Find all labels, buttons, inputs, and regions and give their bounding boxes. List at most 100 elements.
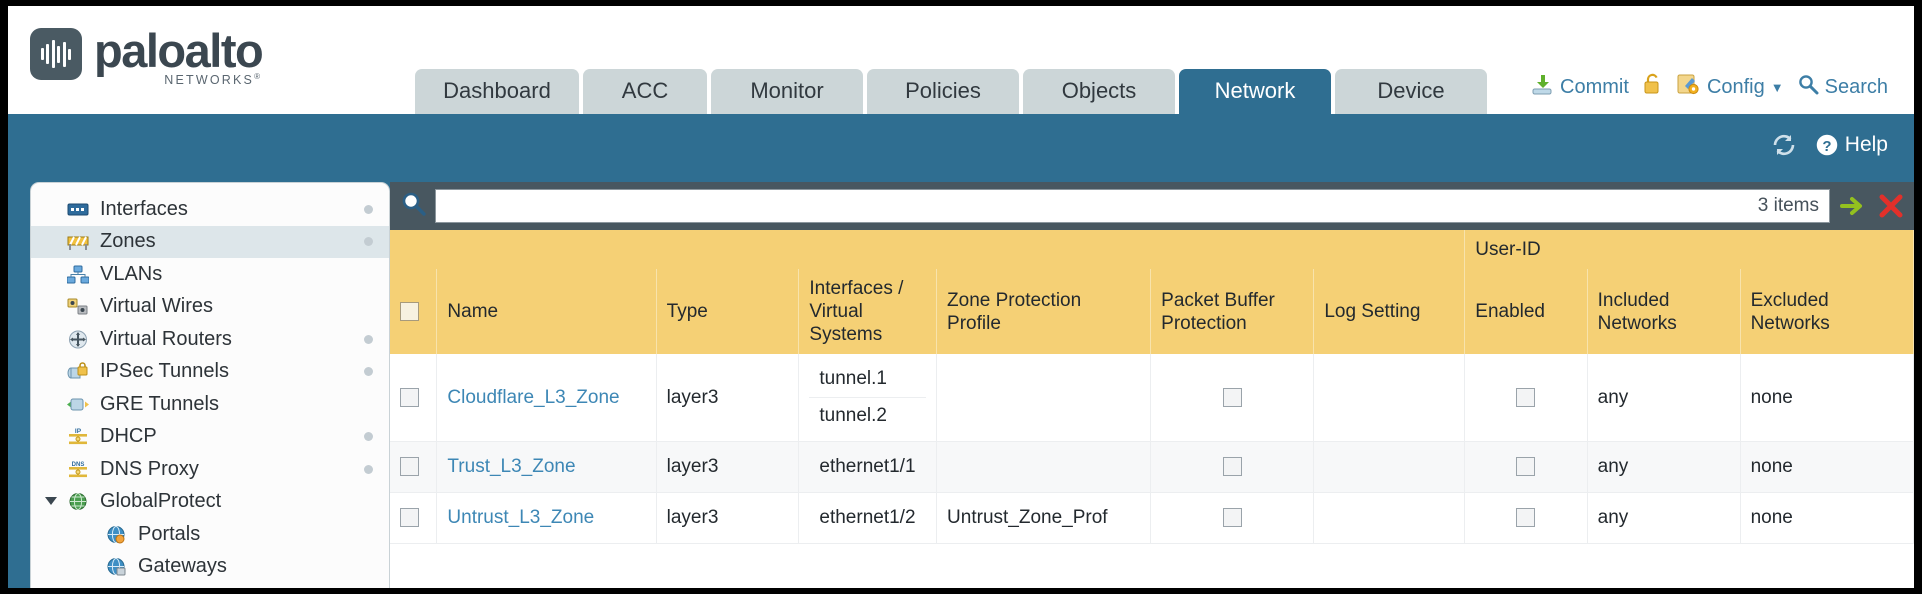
zone-name-link[interactable]: Untrust_L3_Zone [447,507,595,528]
header-name[interactable]: Name [436,269,657,354]
packet-buffer-protection-checkbox[interactable] [1222,508,1242,528]
sidebar-item-gre-tunnels[interactable]: GRE Tunnels [31,388,389,421]
cell-userid-enabled [1464,441,1588,493]
filter-bar: 3 items [390,182,1914,230]
refresh-icon[interactable] [1771,133,1798,157]
ipsec-tunnels-icon [65,361,91,383]
sidebar-item-indicator [364,237,373,247]
header-type[interactable]: Type [656,269,800,354]
gre-tunnels-icon [65,393,91,415]
select-all-checkbox[interactable] [400,302,419,322]
commit-button[interactable]: Commit [1530,72,1629,102]
sub-header-band: ? Help [8,114,1914,182]
sidebar-item-gateways[interactable]: Gateways [31,551,389,584]
gateways-icon [103,556,129,578]
tab-objects[interactable]: Objects [1023,69,1175,114]
table-row[interactable]: Untrust_L3_Zone layer3 ethernet1/2 Untrust_… [390,492,1914,544]
cell-name: Trust_L3_Zone [436,441,657,493]
tab-acc[interactable]: ACC [583,69,707,114]
brand-tagline: NETWORKS® [164,72,263,88]
interface-entry: ethernet1/2 [819,507,916,528]
row-checkbox[interactable] [400,508,419,528]
cell-excluded-networks: none [1740,354,1914,442]
chevron-down-icon: ▼ [1770,79,1784,95]
cell-type: layer3 [656,441,800,493]
cell-type: layer3 [656,354,800,442]
cell-userid-enabled [1464,492,1588,544]
search-icon[interactable] [400,190,427,222]
zone-name-link[interactable]: Cloudflare_L3_Zone [447,386,620,408]
search-input[interactable]: 3 items [435,189,1830,223]
clear-filter-x-icon[interactable] [1876,191,1906,221]
cell-zone-protection-profile: Untrust_Zone_Prof [936,492,1152,544]
header-included-networks[interactable]: Included Networks [1587,269,1741,354]
cell-included-networks: any [1587,441,1741,493]
zones-panel: 3 items [390,182,1914,588]
sidebar-item-label: IPSec Tunnels [100,360,229,383]
sidebar-item-zones[interactable]: Zones [31,225,389,258]
sidebar-item-dhcp[interactable]: IP DHCP [31,421,389,454]
header-userid-enabled[interactable]: Enabled [1464,269,1588,354]
header-log-setting[interactable]: Log Setting [1313,269,1466,354]
svg-text:IP: IP [75,428,82,435]
lock-button[interactable] [1642,72,1663,102]
sidebar-item-ipsec-tunnels[interactable]: IPSec Tunnels [31,356,389,389]
header-zone-protection-profile[interactable]: Zone Protection Profile [936,269,1152,354]
cell-userid-enabled [1464,354,1588,442]
row-checkbox[interactable] [400,457,419,477]
tab-monitor[interactable]: Monitor [711,69,863,114]
zone-name-link[interactable]: Trust_L3_Zone [447,456,576,477]
tab-policies[interactable]: Policies [867,69,1019,114]
tab-dashboard[interactable]: Dashboard [415,69,579,114]
cell-log-setting [1313,492,1466,544]
sidebar-item-label: DHCP [100,425,157,448]
sidebar-item-virtual-wires[interactable]: Virtual Wires [31,291,389,324]
column-header-row: Name Type Interfaces / Virtual Systems Z… [390,269,1914,354]
sidebar-item-indicator [364,367,373,377]
cell-type: layer3 [656,492,800,544]
interface-entry: tunnel.2 [819,405,888,426]
help-label: Help [1844,133,1888,156]
header-packet-buffer-protection[interactable]: Packet Buffer Protection [1150,269,1315,354]
tab-network[interactable]: Network [1179,69,1331,114]
row-select-cell [390,354,438,442]
sidebar-item-virtual-routers[interactable]: Virtual Routers [31,323,389,356]
sidebar-item-label: GlobalProtect [100,490,222,513]
userid-enabled-checkbox[interactable] [1516,508,1536,528]
header-excluded-networks[interactable]: Excluded Networks [1740,269,1914,354]
cell-excluded-networks: none [1740,492,1914,544]
config-label: Config [1706,75,1765,98]
sidebar-item-label: Gateways [138,555,227,578]
search-button[interactable]: Search [1797,73,1888,101]
header-interfaces[interactable]: Interfaces / Virtual Systems [798,269,938,354]
virtual-routers-icon [65,328,91,350]
sidebar-item-portals[interactable]: Portals [31,518,389,551]
apply-filter-arrow-icon[interactable] [1838,191,1868,221]
search-label: Search [1824,75,1888,98]
tree-expander-icon[interactable] [45,496,57,505]
sidebar-item-label: VLANs [100,262,163,285]
sidebar-item-globalprotect[interactable]: GlobalProtect [31,486,389,519]
dns-proxy-icon: DNS [65,458,91,480]
userid-enabled-checkbox[interactable] [1516,387,1536,407]
tab-device[interactable]: Device [1335,69,1487,114]
packet-buffer-protection-checkbox[interactable] [1222,387,1242,407]
group-spacer [390,230,1466,269]
help-button[interactable]: ? Help [1814,132,1888,158]
interfaces-icon [65,198,91,220]
cell-included-networks: any [1587,492,1741,544]
sidebar-item-label: Virtual Wires [100,295,213,318]
sidebar-item-interfaces[interactable]: Interfaces [31,193,389,226]
table-head: User-ID Name Type Interfaces / Virtual S… [390,230,1914,354]
config-menu[interactable]: Config ▼ [1676,72,1784,102]
sidebar-item-vlans[interactable]: VLANs [31,258,389,291]
packet-buffer-protection-checkbox[interactable] [1222,457,1242,477]
row-checkbox[interactable] [400,387,419,407]
sidebar-item-indicator [364,432,373,442]
userid-enabled-checkbox[interactable] [1516,457,1536,477]
